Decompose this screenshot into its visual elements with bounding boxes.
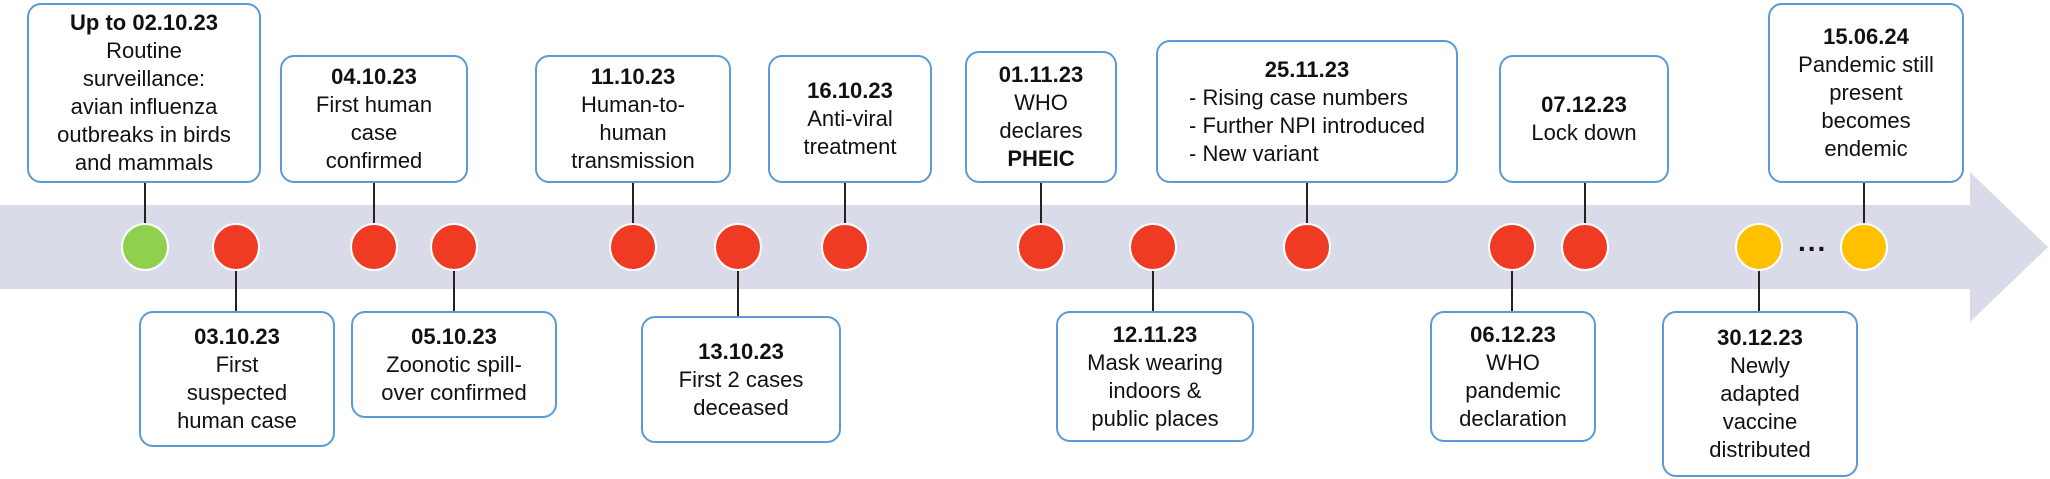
event-marker-amber <box>1735 223 1783 271</box>
event-date: 04.10.23 <box>331 64 417 89</box>
event-description: Anti-viral treatment <box>803 106 897 159</box>
event-marker-red <box>430 223 478 271</box>
event-date: 30.12.23 <box>1717 325 1803 350</box>
event-date: 16.10.23 <box>807 78 893 103</box>
event-description: Human-to- human transmission <box>571 92 695 173</box>
event-connector <box>453 247 455 311</box>
event-description: Routine surveillance: avian influenza ou… <box>57 38 231 175</box>
event-marker-red <box>350 223 398 271</box>
event-description: Newly adapted vaccine distributed <box>1709 353 1811 462</box>
event-marker-red <box>821 223 869 271</box>
event-connector <box>1152 247 1154 311</box>
event-connector <box>1584 183 1586 247</box>
event-marker-red <box>1129 223 1177 271</box>
event-description: Mask wearing indoors & public places <box>1087 349 1223 431</box>
event-connector <box>737 247 739 316</box>
event-description-emphasis: PHEIC <box>1007 146 1075 171</box>
event-date: Up to 02.10.23 <box>70 10 218 35</box>
event-date: 03.10.23 <box>194 324 280 349</box>
event-description: Pandemic still present becomes endemic <box>1798 52 1934 161</box>
event-marker-red <box>714 223 762 271</box>
event-description: WHO pandemic declaration <box>1459 349 1567 431</box>
event-date: 12.11.23 <box>1112 321 1198 347</box>
event-marker-red <box>1561 223 1609 271</box>
event-description: First human case confirmed <box>315 92 433 173</box>
event-connector <box>1511 247 1513 311</box>
event-date: 15.06.24 <box>1823 24 1909 49</box>
event-date: 07.12.23 <box>1541 92 1627 117</box>
event-connector <box>144 183 146 247</box>
timeline-ellipsis: ... <box>1798 226 1828 257</box>
event-marker-red <box>212 223 260 271</box>
event-date: 13.10.23 <box>698 338 784 364</box>
event-date: 06.12.23 <box>1470 321 1556 347</box>
event-date: 11.10.23 <box>590 64 676 89</box>
event-connector <box>1306 183 1308 247</box>
event-connector <box>844 183 846 247</box>
event-description: - Rising case numbers - Further NPI intr… <box>1189 84 1425 166</box>
event-date: 25.11.23 <box>1264 56 1350 82</box>
event-date: 05.10.23 <box>411 323 497 349</box>
event-connector <box>1863 183 1865 247</box>
event-connector <box>632 183 634 247</box>
event-marker-red <box>1488 223 1536 271</box>
event-description: Zoonotic spill- over confirmed <box>381 351 527 405</box>
event-box-25-11-23: 25.11.23- Rising case numbers - Further … <box>1156 40 1458 183</box>
event-connector <box>1040 183 1042 247</box>
event-date: 01.11.23 <box>998 62 1084 87</box>
event-description: WHO declares <box>999 90 1083 143</box>
event-connector <box>235 247 237 311</box>
event-description: Lock down <box>1531 120 1637 145</box>
event-connector <box>1758 247 1760 311</box>
event-description: First 2 cases deceased <box>678 366 804 420</box>
event-marker-red <box>609 223 657 271</box>
event-marker-green <box>121 223 169 271</box>
event-marker-red <box>1283 223 1331 271</box>
event-description: First suspected human case <box>177 352 297 433</box>
event-marker-amber <box>1840 223 1888 271</box>
event-connector <box>373 183 375 247</box>
event-marker-red <box>1017 223 1065 271</box>
